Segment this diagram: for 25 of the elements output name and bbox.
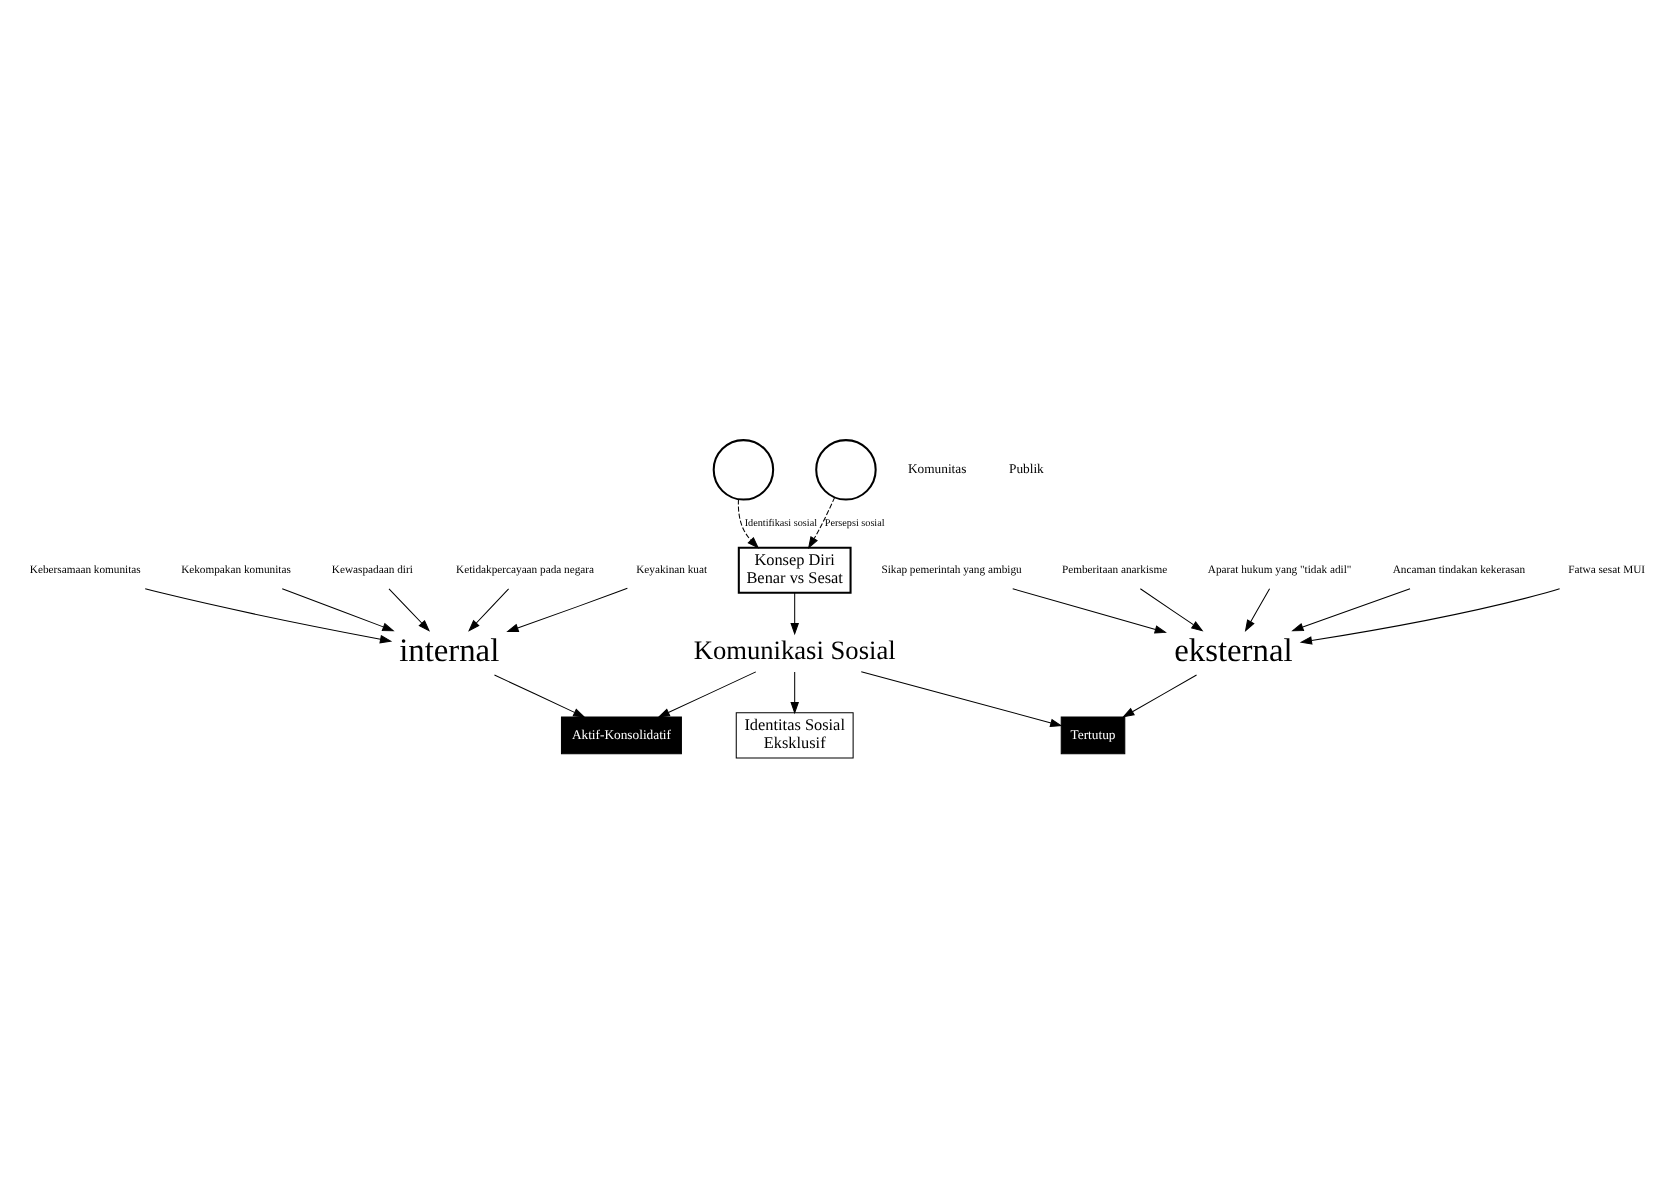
node-text: internal	[399, 630, 500, 669]
node-box: Identitas Sosial Eksklusif	[735, 711, 854, 758]
arrow	[807, 495, 836, 548]
arrow	[281, 587, 395, 631]
arrow	[790, 591, 799, 635]
arrow	[737, 497, 760, 548]
arrow	[1299, 587, 1561, 644]
node-text: eksternal	[1174, 630, 1293, 669]
node-circle	[815, 438, 877, 500]
node-text: Komunikasi Sosial	[693, 634, 896, 665]
node-box: Konsep Diri Benar vs Sesat	[737, 545, 852, 593]
arrow	[860, 670, 1063, 727]
node-circle	[712, 438, 775, 500]
arrow	[1291, 587, 1411, 631]
arrow	[388, 587, 431, 631]
arrow	[493, 673, 586, 717]
arrow	[506, 586, 628, 631]
arrow	[1139, 587, 1204, 631]
arrow	[790, 670, 799, 714]
arrow	[144, 587, 393, 643]
arrow	[1244, 587, 1271, 631]
arrow	[1122, 673, 1198, 717]
arrow	[468, 587, 510, 631]
arrow	[1012, 587, 1167, 633]
arrow	[657, 670, 757, 717]
